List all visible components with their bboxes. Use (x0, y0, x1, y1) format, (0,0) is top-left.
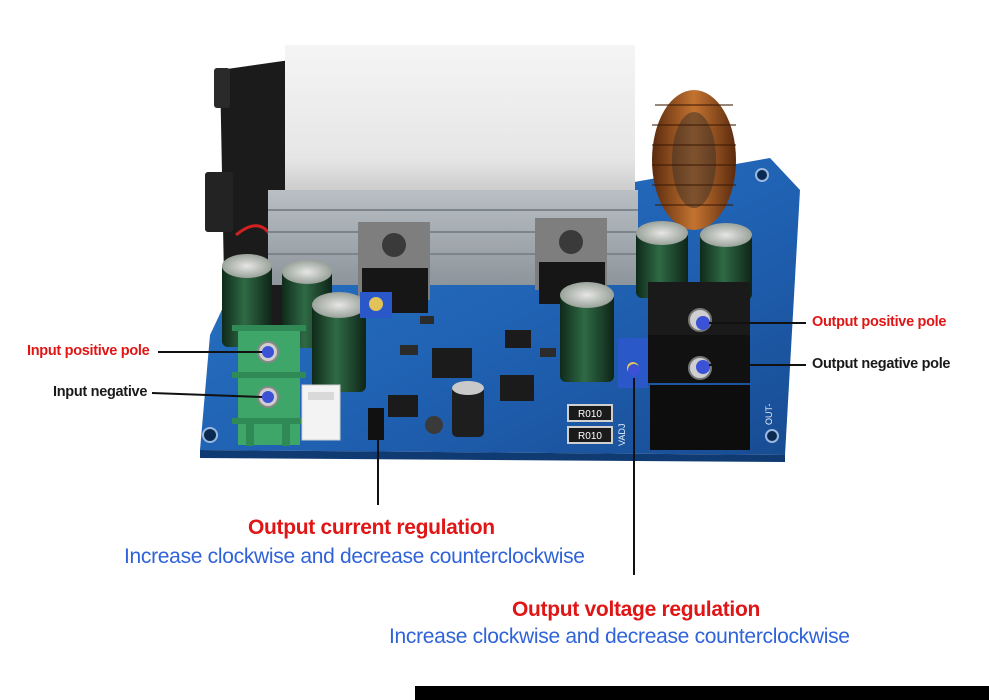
input-negative-label: Input negative (53, 384, 148, 400)
marker-dot-input-positive (262, 346, 274, 358)
resistor-1-marking: R010 (578, 409, 602, 420)
out-minus-marking: OUT- (764, 403, 774, 425)
bottom-black-bar (415, 686, 989, 700)
resistor-2-marking: R010 (578, 431, 602, 442)
small-capacitor (452, 381, 484, 437)
marker-dot-output-negative (696, 360, 710, 374)
shunt-resistor-2: R010 (567, 426, 613, 444)
output-capacitor-2 (636, 221, 688, 298)
smd-components (368, 316, 556, 440)
marker-dot-input-negative (262, 391, 274, 403)
current-potentiometer (360, 292, 392, 318)
marker-dot-voltage-pot (628, 364, 640, 376)
voltage-regulation-subtitle: Increase clockwise and decrease counterc… (389, 625, 850, 648)
output-negative-label: Output negative pole (812, 356, 951, 372)
output-positive-label: Output positive pole (812, 314, 947, 330)
output-capacitor-1 (560, 282, 614, 382)
mosfet-left (358, 222, 430, 313)
current-regulation-title: Output current regulation (248, 516, 495, 539)
input-positive-label: Input positive pole (27, 343, 150, 359)
marker-dot-output-positive (696, 316, 710, 330)
fan-connector (301, 384, 341, 441)
voltage-regulation-title: Output voltage regulation (512, 598, 760, 621)
shunt-resistor-1: R010 (567, 404, 613, 422)
toroid-inductor (652, 90, 736, 230)
input-terminal-block (232, 325, 306, 446)
current-regulation-subtitle: Increase clockwise and decrease counterc… (124, 545, 585, 568)
input-capacitor-3 (312, 292, 366, 392)
leader-input-negative (151, 392, 263, 398)
vadj-marking: VADJ (617, 424, 627, 446)
